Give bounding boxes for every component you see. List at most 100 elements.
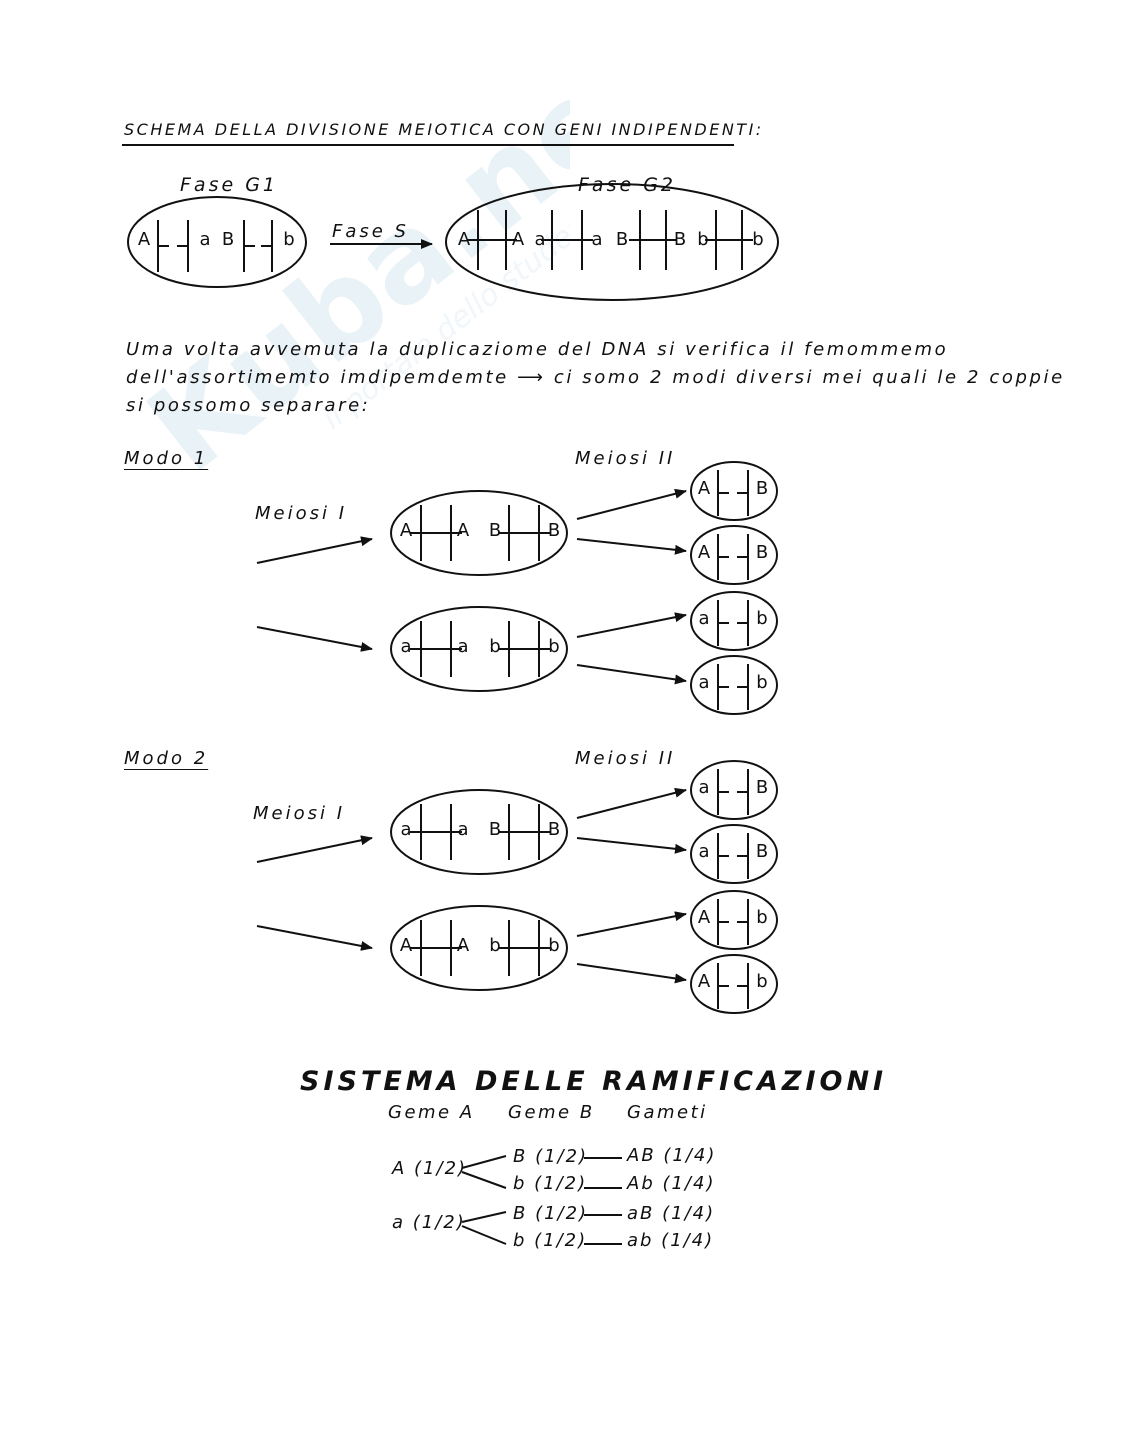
modo2-arrow-meiosi2-3 — [576, 911, 687, 937]
column-gene-b: Geme B — [508, 1102, 595, 1123]
tree-gene-b-4: b (1/2) — [513, 1230, 588, 1251]
tree-gene-a-lower: a (1/2) — [392, 1212, 466, 1233]
modo2-arrow-meiosi1-top — [256, 835, 373, 863]
modo2-cell-top-allele-1: a — [400, 819, 411, 840]
phase-g1-label: Fase G1 — [180, 174, 279, 196]
allele-g1-2: a — [199, 229, 210, 250]
modo1-cell-bottom-allele-3: b — [489, 636, 500, 657]
tree-gamete-3: aB (1/4) — [627, 1203, 716, 1224]
modo1-gamete-2 — [690, 525, 778, 585]
modo2-gamete-2-allele-1: a — [698, 841, 709, 862]
modo1-arrow-meiosi1-bottom — [256, 626, 373, 652]
allele-g1-1: A — [138, 229, 151, 250]
modo1-arrow-meiosi2-4 — [576, 664, 687, 685]
modo2-cell-top-allele-4: B — [548, 819, 560, 840]
modo2-cell-bottom — [390, 905, 568, 991]
modo2-cell-top-allele-3: B — [489, 819, 501, 840]
allele-g2-4: a — [591, 229, 602, 250]
tree-gene-a-upper: A (1/2) — [392, 1158, 468, 1179]
modo2-arrow-meiosi2-2 — [576, 837, 687, 854]
tree-branch-1 — [461, 1155, 507, 1169]
modo1-gamete-2-allele-2: B — [756, 542, 768, 563]
modo1-cell-bottom-allele-4: b — [548, 636, 559, 657]
allele-g2-1: A — [458, 229, 471, 250]
modo2-gamete-4-allele-2: b — [756, 971, 767, 992]
tree-branch-4 — [461, 1225, 507, 1245]
modo2-cell-bottom-allele-3: b — [489, 935, 500, 956]
tree-gamete-1: AB (1/4) — [627, 1145, 717, 1166]
paragraph-line-1: Uma volta avvemuta la duplicaziome del D… — [126, 339, 949, 360]
modo1-heading: Modo 1 — [124, 448, 209, 469]
tree-gamete-2: Ab (1/4) — [627, 1173, 716, 1194]
modo2-gamete-4 — [690, 954, 778, 1014]
tree-gene-b-3: B (1/2) — [513, 1203, 589, 1224]
modo2-gamete-1-allele-1: a — [698, 777, 709, 798]
modo1-gamete-3 — [690, 591, 778, 651]
modo1-gamete-2-allele-1: A — [698, 542, 711, 563]
modo1-gamete-4-allele-2: b — [756, 672, 767, 693]
column-gene-a: Geme A — [388, 1102, 475, 1123]
modo2-gamete-1 — [690, 760, 778, 820]
allele-g2-6: B — [674, 229, 686, 250]
modo1-gamete-1-allele-1: A — [698, 478, 711, 499]
modo2-cell-bottom-allele-4: b — [548, 935, 559, 956]
modo2-gamete-3-allele-2: b — [756, 907, 767, 928]
title-underline — [122, 144, 734, 146]
allele-g2-7: b — [697, 229, 708, 250]
modo2-meiosi2-label: Meiosi II — [575, 748, 676, 769]
modo2-gamete-2 — [690, 824, 778, 884]
tree-branch-3 — [461, 1211, 507, 1223]
modo2-arrow-meiosi2-4 — [576, 963, 687, 984]
allele-g1-4: b — [283, 229, 294, 250]
modo2-cell-top-allele-2: a — [457, 819, 468, 840]
modo1-gamete-3-allele-1: a — [698, 608, 709, 629]
modo2-meiosi1-label: Meiosi I — [253, 803, 346, 824]
modo1-arrow-meiosi2-1 — [576, 488, 687, 520]
page-title: SCHEMA DELLA DIVISIONE MEIOTICA CON GENI… — [124, 120, 764, 139]
allele-g2-8: b — [752, 229, 763, 250]
modo1-cell-bottom-allele-2: a — [457, 636, 468, 657]
cell-g1 — [127, 196, 307, 288]
modo1-cell-top-allele-1: A — [400, 520, 413, 541]
modo2-cell-bottom-allele-1: A — [400, 935, 413, 956]
modo2-gamete-2-allele-2: B — [756, 841, 768, 862]
modo2-gamete-1-allele-2: B — [756, 777, 768, 798]
modo1-cell-top-allele-4: B — [548, 520, 560, 541]
modo2-arrow-meiosi2-1 — [576, 787, 687, 819]
modo1-cell-top — [390, 490, 568, 576]
modo1-meiosi2-label: Meiosi II — [575, 448, 676, 469]
paragraph-line-3: si possomo separare: — [126, 395, 371, 416]
modo2-arrow-meiosi1-bottom — [256, 925, 373, 951]
ramificazioni-heading: SISTEMA DELLE RAMIFICAZIONI — [300, 1066, 888, 1097]
tree-gene-b-2: b (1/2) — [513, 1173, 588, 1194]
modo1-cell-bottom-allele-1: a — [400, 636, 411, 657]
tree-gamete-4: ab (1/4) — [627, 1230, 715, 1251]
modo1-gamete-4 — [690, 655, 778, 715]
column-gameti: Gameti — [627, 1102, 708, 1123]
allele-g2-5: B — [616, 229, 628, 250]
modo2-gamete-3-allele-1: A — [698, 907, 711, 928]
modo1-cell-bottom — [390, 606, 568, 692]
allele-g2-3: a — [534, 229, 545, 250]
modo1-gamete-1-allele-2: B — [756, 478, 768, 499]
phase-s-label: Fase S — [332, 221, 409, 242]
allele-g2-2: A — [512, 229, 525, 250]
modo1-gamete-4-allele-1: a — [698, 672, 709, 693]
cell-g2 — [445, 183, 779, 301]
arrow-right-icon: ⟶ — [517, 367, 546, 388]
modo1-cell-top-allele-3: B — [489, 520, 501, 541]
modo2-cell-top — [390, 789, 568, 875]
modo1-meiosi1-label: Meiosi I — [255, 503, 348, 524]
modo2-gamete-4-allele-1: A — [698, 971, 711, 992]
modo1-gamete-1 — [690, 461, 778, 521]
modo1-gamete-3-allele-2: b — [756, 608, 767, 629]
modo1-arrow-meiosi1-top — [256, 536, 373, 564]
modo2-cell-bottom-allele-2: A — [457, 935, 470, 956]
tree-gene-b-1: B (1/2) — [513, 1146, 589, 1167]
modo1-cell-top-allele-2: A — [457, 520, 470, 541]
allele-g1-3: B — [222, 229, 234, 250]
tree-branch-2 — [461, 1171, 507, 1189]
modo2-gamete-3 — [690, 890, 778, 950]
modo1-arrow-meiosi2-2 — [576, 538, 687, 555]
